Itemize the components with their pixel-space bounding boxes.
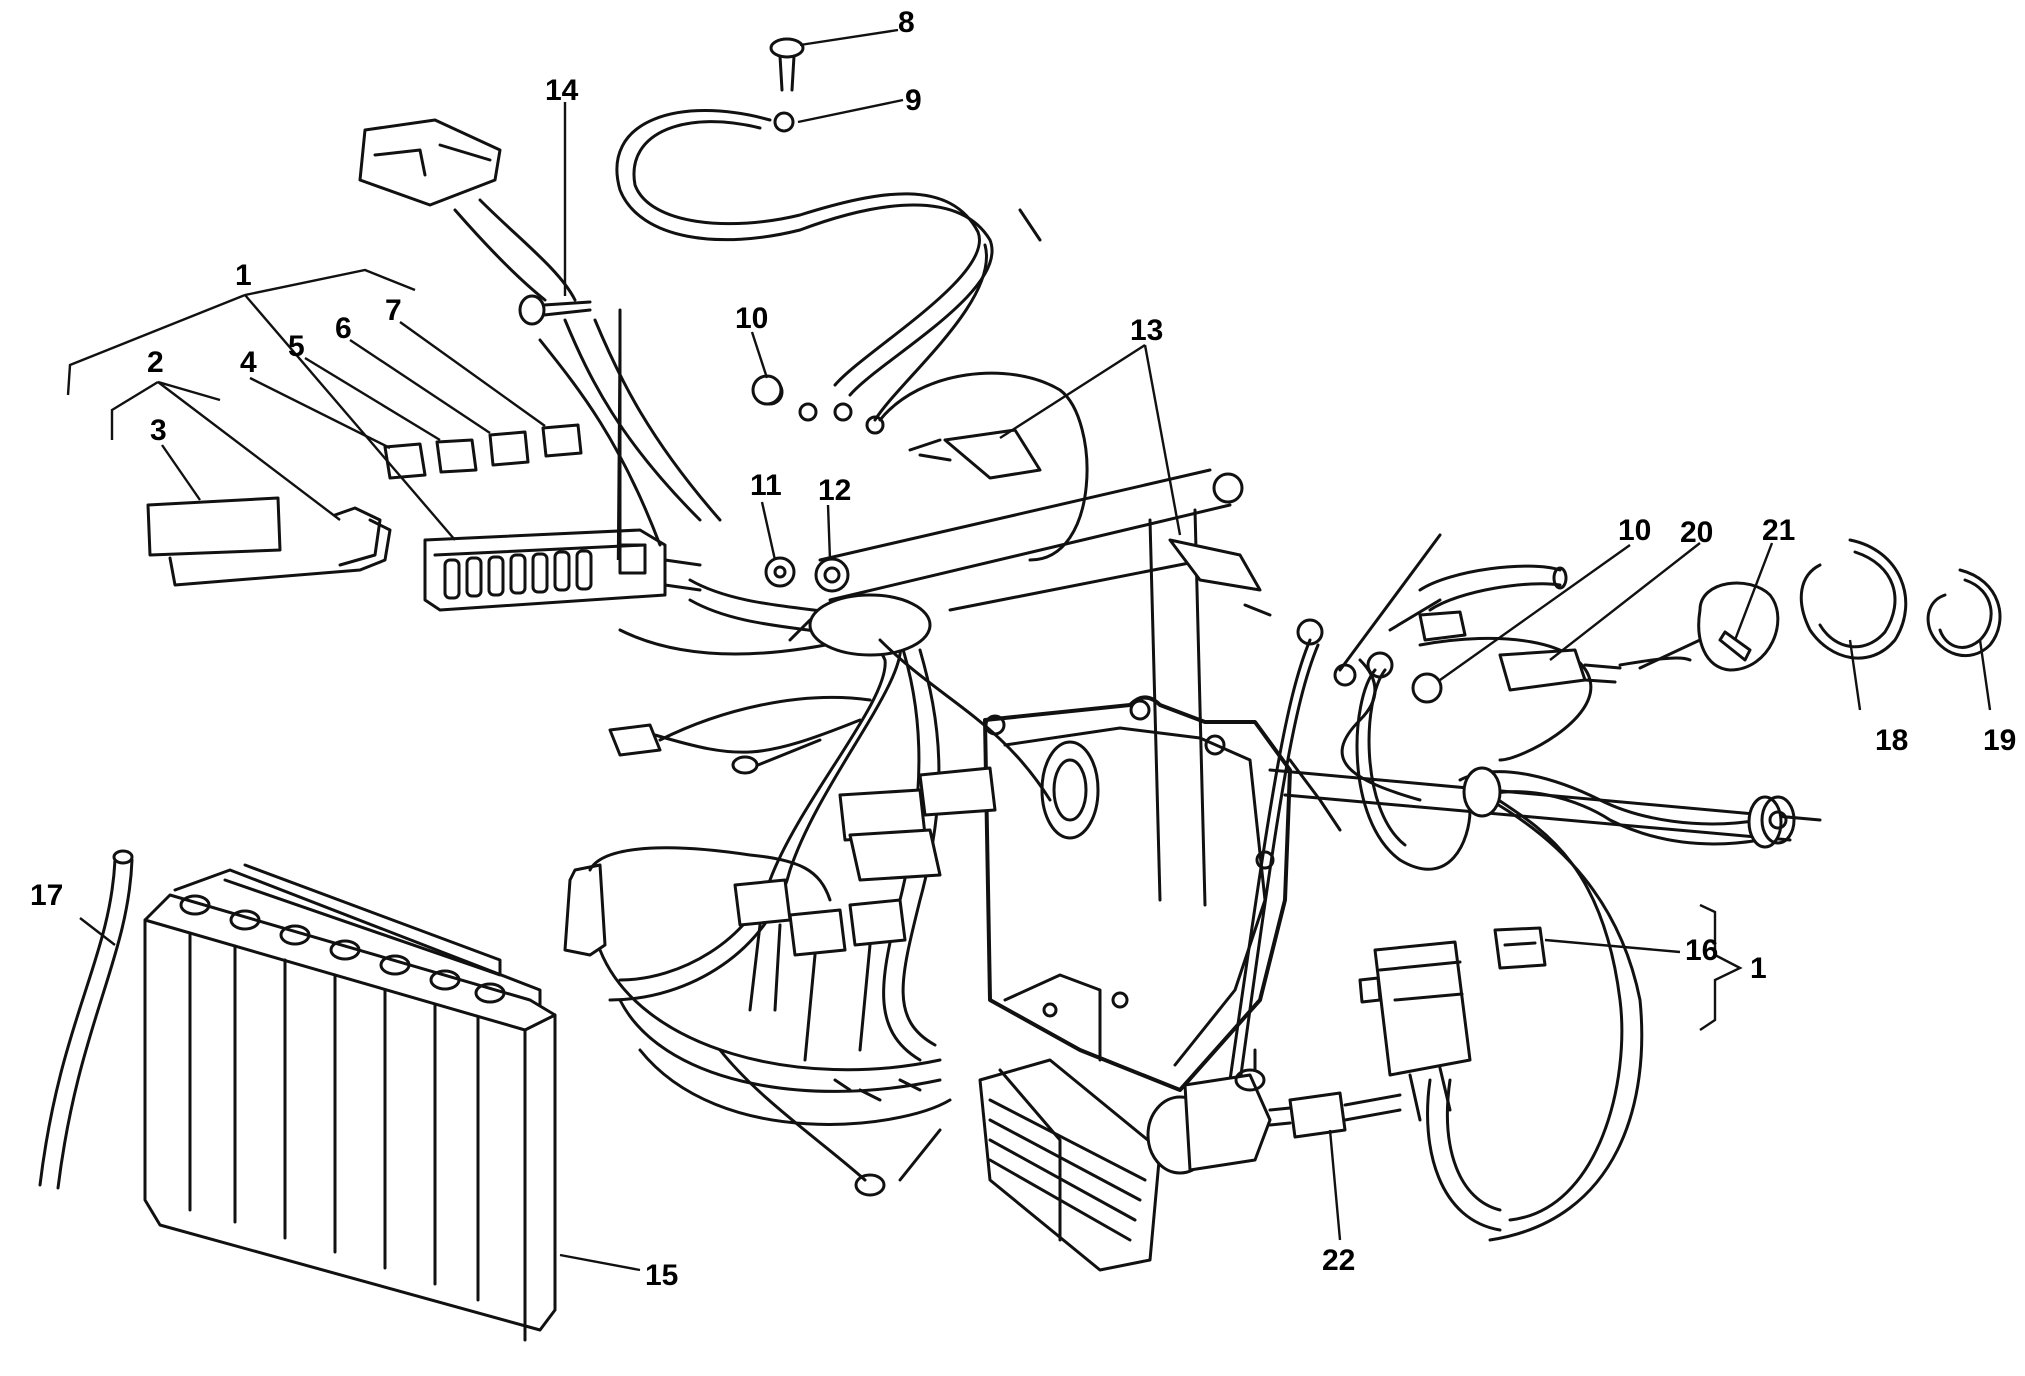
fuse-box [423, 528, 702, 612]
callout-labels: 1 2 3 4 5 6 7 8 9 10 10 11 12 13 14 15 1… [30, 6, 2016, 1292]
callout-16: 16 [1685, 934, 1718, 967]
screw-8 [769, 37, 805, 92]
fuse-holder [1358, 940, 1472, 1122]
callout-18: 18 [1875, 724, 1908, 757]
starter-relay [1146, 1048, 1272, 1175]
callout-13: 13 [1130, 314, 1163, 347]
callout-22: 22 [1322, 1244, 1355, 1277]
callout-11: 11 [750, 469, 782, 502]
spare-fuses [383, 423, 583, 480]
callout-20: 20 [1680, 516, 1713, 549]
callout-10b: 10 [1618, 514, 1651, 547]
callout-2: 2 [147, 346, 164, 379]
callout-15: 15 [645, 1259, 678, 1292]
callout-17: 17 [30, 879, 63, 912]
connector-22 [1268, 1091, 1402, 1139]
relays [733, 766, 997, 1062]
callout-1b: 1 [1750, 952, 1767, 985]
leader-lines [66, 28, 1992, 1272]
nuts [751, 374, 1443, 704]
circlip-19 [1926, 568, 2002, 658]
callout-14: 14 [545, 74, 579, 107]
callout-7: 7 [385, 294, 402, 327]
callout-5: 5 [288, 330, 305, 363]
callout-10a: 10 [735, 302, 768, 335]
callout-21: 21 [1762, 514, 1795, 547]
ground-cables [615, 109, 1089, 562]
callout-8: 8 [898, 6, 915, 39]
breather-tube [38, 849, 134, 1190]
callout-1: 1 [235, 259, 252, 292]
small-connectors [563, 695, 942, 1197]
callout-4: 4 [240, 346, 257, 379]
fuse-16 [1493, 926, 1547, 970]
callout-9: 9 [905, 84, 922, 117]
top-connector [358, 118, 722, 547]
voltage-regulator [978, 1058, 1162, 1272]
mounting-plate [983, 695, 1292, 1092]
battery [143, 863, 557, 1342]
main-harness [598, 578, 1052, 1126]
connector-20 [1418, 610, 1692, 692]
circlip-18 [1799, 538, 1908, 660]
callout-6: 6 [335, 312, 352, 345]
detail-circle-21 [1638, 581, 1780, 672]
round-connector [1747, 795, 1796, 849]
brackets [918, 428, 1272, 617]
callout-19: 19 [1983, 724, 2016, 757]
callout-3: 3 [150, 414, 167, 447]
screw-14 [518, 294, 592, 326]
callout-12: 12 [818, 474, 851, 507]
upper-right-cable [1228, 533, 1568, 1084]
fuse-box-cover [146, 496, 392, 587]
